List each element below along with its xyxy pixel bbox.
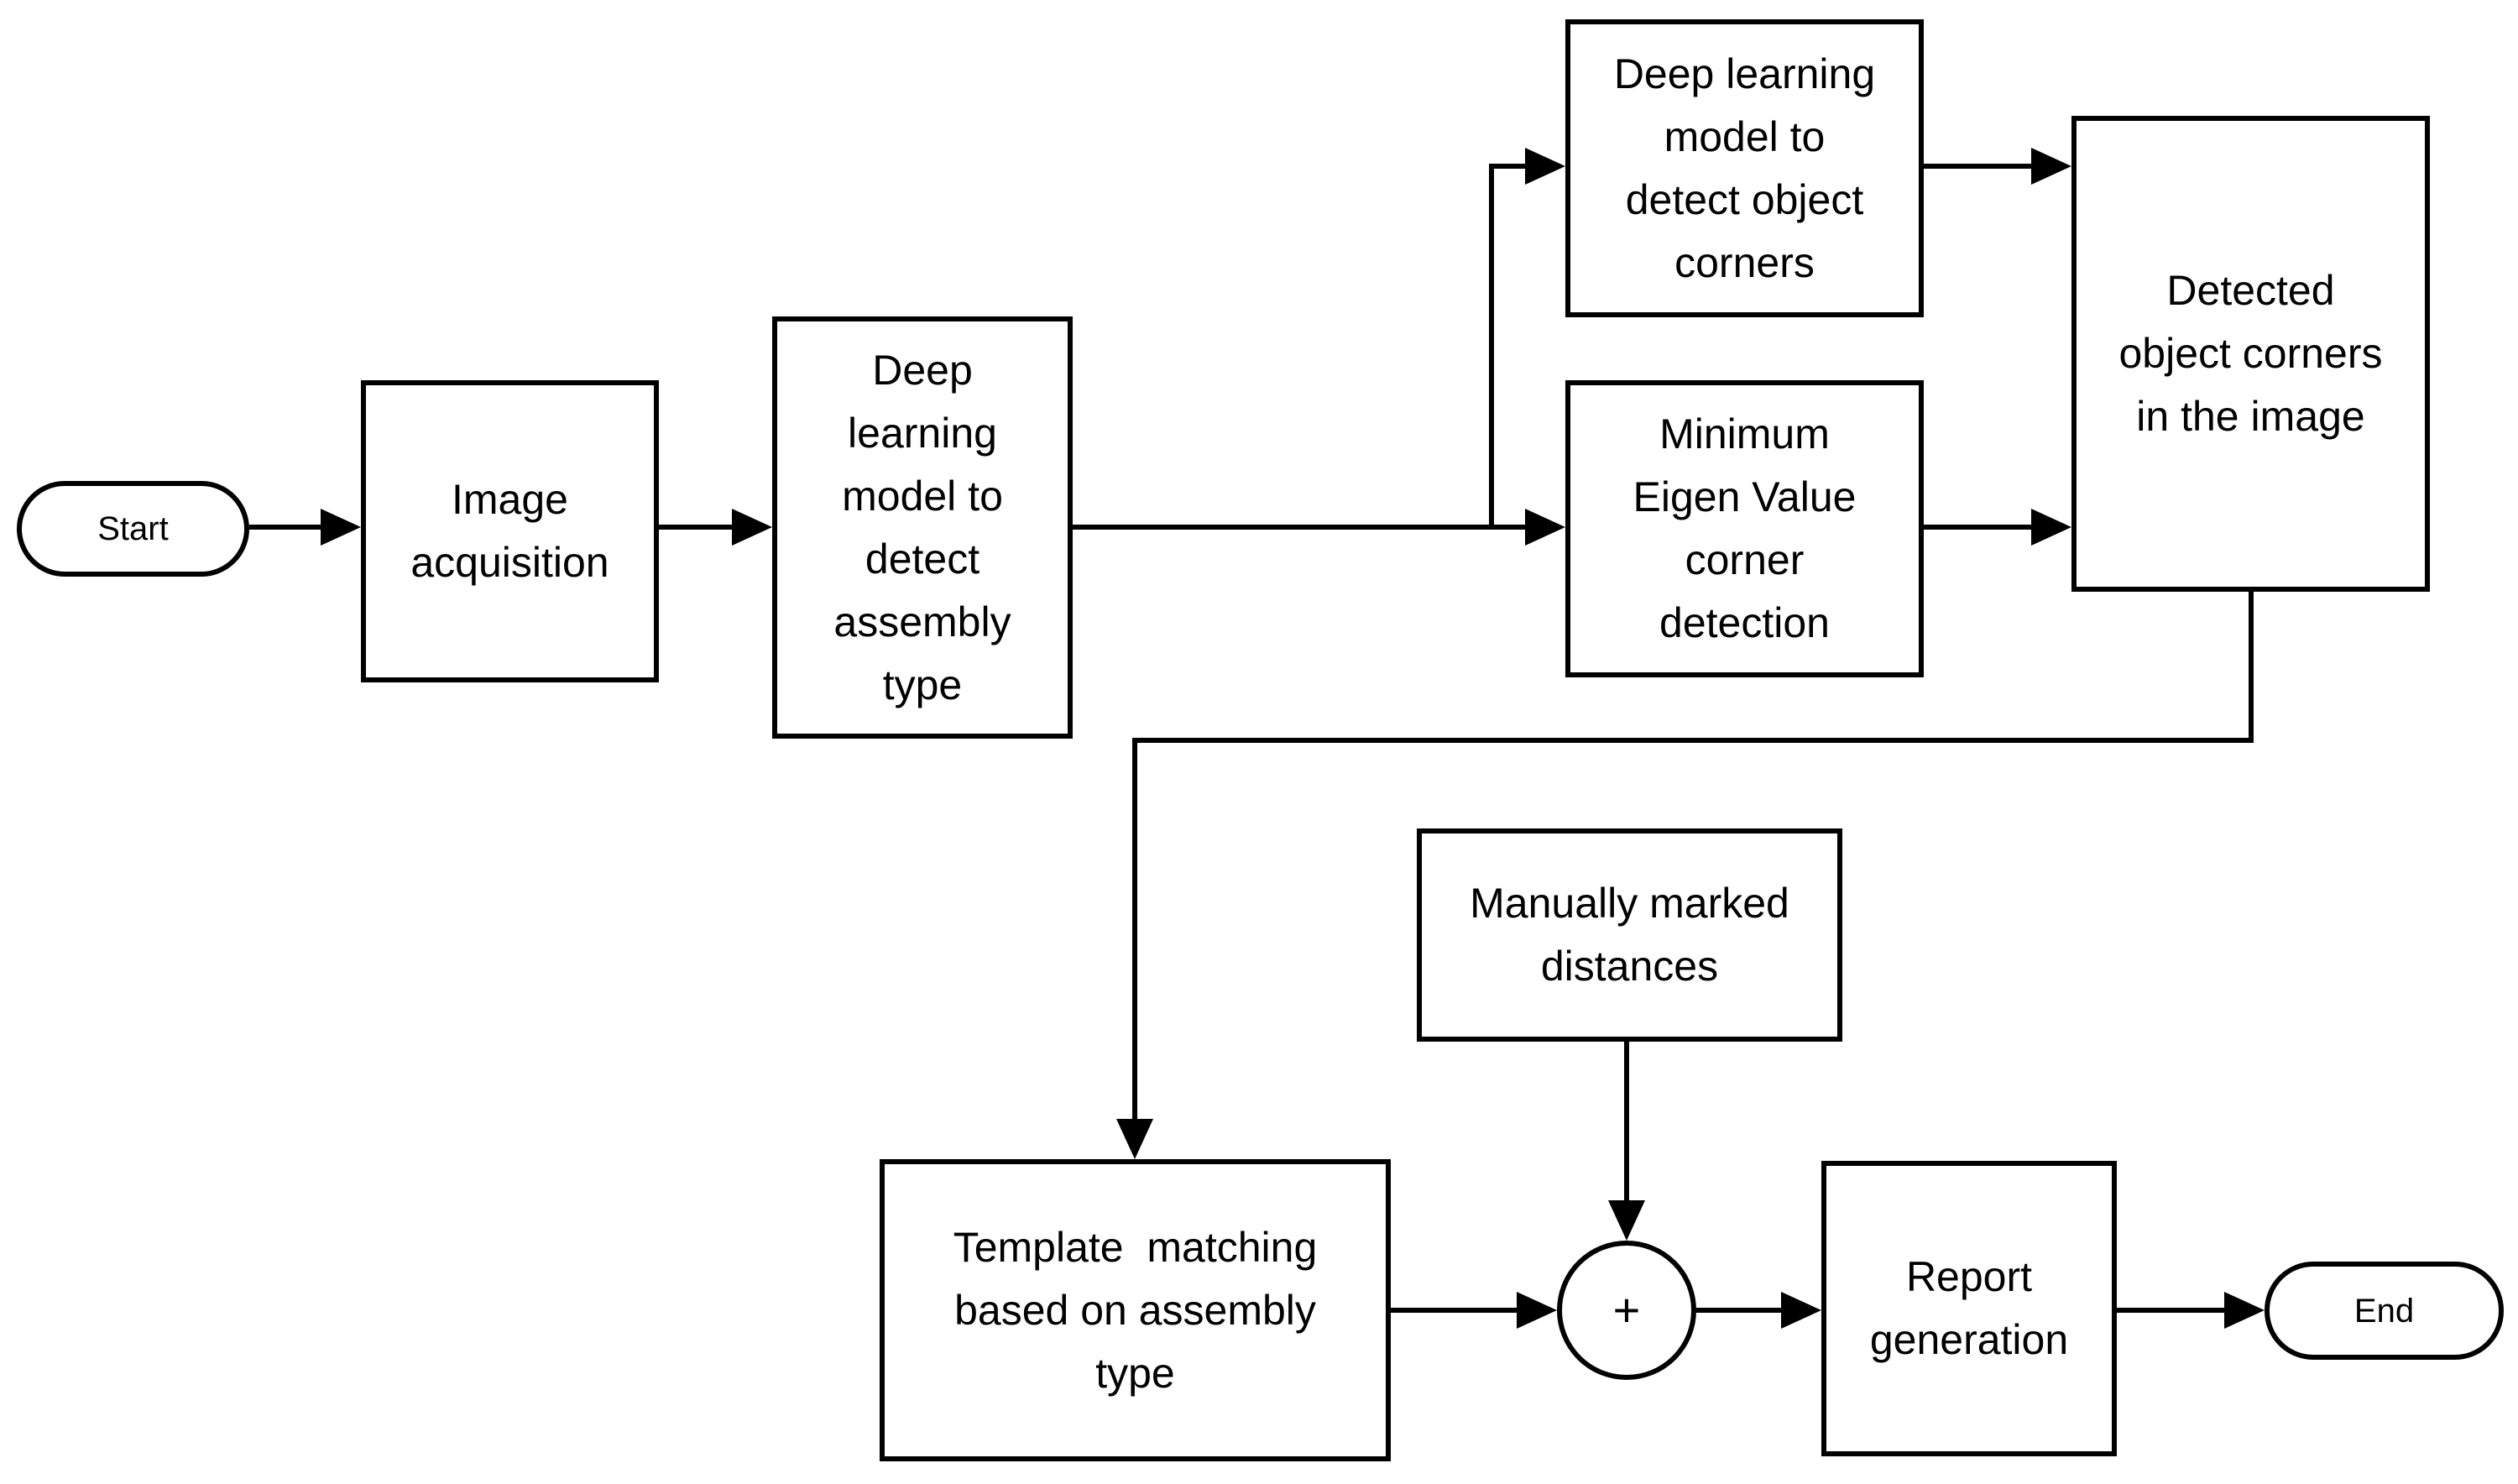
- dl-assembly-box: Deep learning model to detect assembly t…: [772, 316, 1073, 739]
- arrowhead-right-icon: [321, 509, 361, 546]
- connector-line: [1924, 525, 2031, 530]
- manually-marked-box: Manually marked distances: [1417, 828, 1842, 1042]
- template-matching-box: Template matching based on assembly type: [880, 1159, 1391, 1461]
- dl-corners-box: Deep learning model to detect object cor…: [1565, 19, 1924, 317]
- arrowhead-right-icon: [2224, 1292, 2265, 1329]
- end-terminator: End: [2265, 1262, 2504, 1360]
- arrowhead-right-icon: [2031, 509, 2071, 546]
- connector-line: [1132, 738, 1137, 1119]
- image-acquisition-box: Image acquisition: [361, 380, 659, 682]
- connector-line: [1073, 525, 1525, 530]
- start-terminator: Start: [17, 481, 249, 577]
- connector-line: [1132, 738, 2254, 743]
- plus-junction: +: [1557, 1241, 1696, 1380]
- connector-line: [249, 525, 321, 530]
- arrowhead-right-icon: [732, 509, 772, 546]
- connector-line: [2117, 1308, 2224, 1313]
- arrowhead-down-icon: [1608, 1200, 1645, 1241]
- min-eigen-box: Minimum Eigen Value corner detection: [1565, 380, 1924, 677]
- connector-line: [1696, 1308, 1781, 1313]
- arrowhead-right-icon: [1517, 1292, 1557, 1329]
- connector-line: [2249, 592, 2254, 743]
- arrowhead-down-icon: [1116, 1119, 1153, 1159]
- arrowhead-right-icon: [2031, 148, 2071, 185]
- connector-line: [1924, 164, 2031, 169]
- connector-line: [1624, 1042, 1629, 1200]
- report-generation-box: Report generation: [1821, 1161, 2117, 1456]
- detected-corners-box: Detected object corners in the image: [2071, 116, 2430, 592]
- arrowhead-right-icon: [1525, 509, 1565, 546]
- connector-line: [1391, 1308, 1517, 1313]
- arrowhead-right-icon: [1525, 148, 1565, 185]
- connector-line: [659, 525, 732, 530]
- arrowhead-right-icon: [1781, 1292, 1821, 1329]
- connector-line: [1489, 164, 1494, 530]
- connector-line: [1491, 164, 1525, 169]
